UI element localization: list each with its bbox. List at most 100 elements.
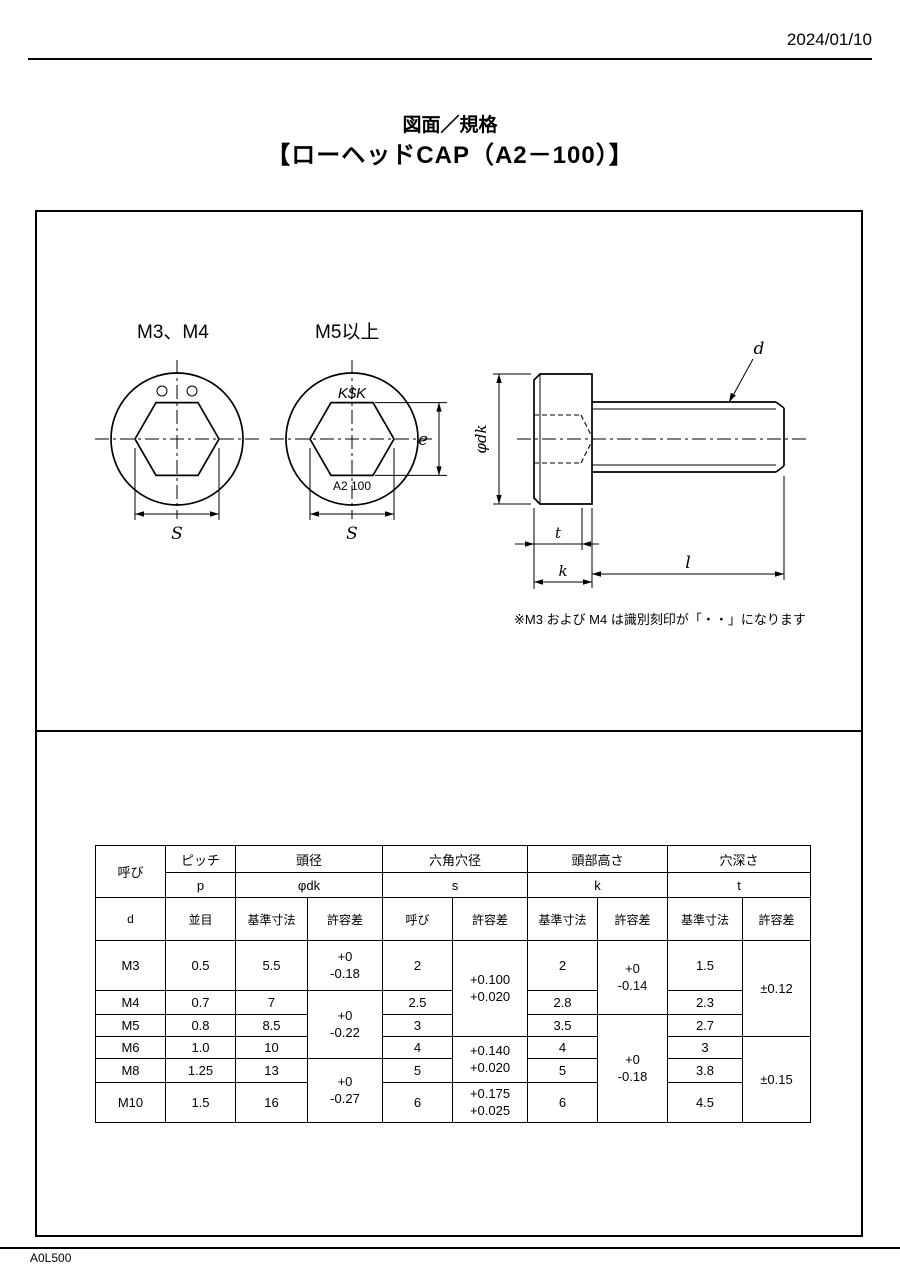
socket-bottom-hidden: [580, 438, 594, 464]
col-header-hole-depth: 穴深さ: [667, 845, 811, 873]
table-cell: 10: [235, 1036, 308, 1059]
table-cell: 3.8: [667, 1058, 743, 1083]
table-cell: 2.3: [667, 990, 743, 1015]
sub-header-basic: 基準寸法: [667, 897, 743, 941]
table-cell: 2.5: [382, 990, 453, 1015]
arrowhead: [310, 511, 319, 517]
spec-table: 呼び ピッチ 頭径 六角穴径 頭部高さ 穴深さ p φdk s k t d 並目: [95, 845, 811, 1123]
table-cell: 5: [382, 1058, 453, 1083]
front-view-m5-up: M5以上 K$K A2 100 e S: [270, 321, 447, 544]
table-cell: M6: [95, 1036, 166, 1059]
header-rule: [28, 58, 872, 60]
table-cell: 1.25: [165, 1058, 236, 1083]
table-cell: 0.5: [165, 940, 236, 991]
table-cell: 6: [527, 1082, 598, 1123]
socket-bottom-hidden: [580, 414, 594, 440]
table-cell: 2.7: [667, 1014, 743, 1037]
head-marking-bottom: A2 100: [333, 479, 371, 493]
symbol-s: s: [382, 872, 528, 898]
table-cell: M10: [95, 1082, 166, 1123]
table-cell: 16: [235, 1082, 308, 1123]
row-m10: M10 1.5 16 6 +0.175 +0.025 6 4.5: [95, 1082, 811, 1123]
table-cell: 1.0: [165, 1036, 236, 1059]
table-cell: +0 -0.22: [307, 990, 383, 1059]
arrowhead: [592, 571, 601, 577]
arrowhead: [385, 511, 394, 517]
arrowhead: [534, 579, 543, 585]
table-cell: +0 -0.14: [597, 940, 668, 1015]
arrowhead: [496, 374, 502, 383]
arrowhead: [775, 571, 784, 577]
symbol-t: t: [667, 872, 811, 898]
sub-header-tol: 許容差: [452, 897, 528, 941]
table-cell: 2: [382, 940, 453, 991]
sub-header-nominal: 呼び: [382, 897, 453, 941]
table-cell: 8.5: [235, 1014, 308, 1037]
dim-label-t: t: [555, 524, 562, 542]
table-cell: M8: [95, 1058, 166, 1083]
arrowhead: [436, 402, 442, 412]
table-cell: 3: [667, 1036, 743, 1059]
leader-line-d: [729, 358, 754, 402]
table-cell: 6: [382, 1082, 453, 1123]
header-row-2: p φdk s k t: [96, 872, 811, 898]
dim-label-s: S: [346, 524, 358, 544]
front-view-m3-m4-label: M3、M4: [137, 322, 209, 343]
arrowhead: [496, 495, 502, 504]
head-outline-circle: [285, 372, 419, 506]
header-row-3: d 並目 基準寸法 許容差 呼び 許容差 基準寸法 許容差 基準寸法 許容差: [95, 897, 811, 941]
document-date: 2024/01/10: [786, 30, 872, 49]
content-frame: M3、M4 S M5以上 K$K: [35, 210, 863, 1237]
shaft-end-chamfer: [775, 401, 785, 409]
row-m5: M5 0.8 8.5 3 3.5 +0 -0.18 2.7: [95, 1014, 811, 1123]
row-m3: M3 0.5 5.5 +0 -0.18 2 +0.100 +0.020 2 +0…: [95, 940, 811, 1037]
page-title: 【ローヘッドCAP（A2－100）】: [266, 142, 634, 169]
frame-divider: [37, 730, 861, 732]
arrowhead: [210, 511, 219, 517]
sub-header-tol: 許容差: [742, 897, 811, 941]
table-cell: 4: [527, 1036, 598, 1059]
table-cell: 13: [235, 1058, 308, 1083]
table-cell: 4.5: [667, 1082, 743, 1123]
arrowhead: [729, 392, 736, 402]
symbol-d: d: [95, 897, 166, 941]
symbol-k: k: [527, 872, 668, 898]
table-cell: 0.7: [165, 990, 236, 1015]
table-cell: 0.8: [165, 1014, 236, 1037]
footer-rule: [0, 1247, 900, 1249]
col-header-head-dia: 頭径: [235, 845, 383, 873]
arrowhead: [436, 466, 442, 476]
sub-header-tol: 許容差: [597, 897, 668, 941]
table-cell: +0 -0.18: [597, 1014, 668, 1123]
front-view-m3-m4: M3、M4 S: [95, 322, 259, 544]
dim-label-s: S: [171, 524, 183, 544]
table-cell: 2.8: [527, 990, 598, 1015]
col-header-socket-dia: 六角穴径: [382, 845, 528, 873]
symbol-p: p: [165, 872, 236, 898]
table-cell: +0 -0.18: [307, 940, 383, 991]
row-m8: M8 1.25 13 +0 -0.27 5 5 3.8: [95, 1058, 811, 1123]
table-cell: ±0.12: [742, 940, 811, 1037]
table-cell: 7: [235, 990, 308, 1015]
arrowhead: [582, 541, 591, 547]
sub-header-coarse: 並目: [165, 897, 236, 941]
table-cell: M3: [95, 940, 166, 991]
hex-socket-outline: [134, 401, 220, 477]
id-mark-dot: [186, 385, 198, 397]
table-cell: 3.5: [527, 1014, 598, 1037]
arrowhead: [525, 541, 534, 547]
dim-label-e: e: [418, 430, 428, 450]
table-cell: 5.5: [235, 940, 308, 991]
head-outline-circle: [110, 372, 244, 506]
table-cell: +0 -0.27: [307, 1058, 383, 1123]
table-cell: +0.175 +0.025: [452, 1082, 528, 1123]
row-m6: M6 1.0 10 4 +0.140 +0.020 4 3 ±0.15: [95, 1036, 811, 1123]
table-cell: 2: [527, 940, 598, 991]
symbol-dk: φdk: [235, 872, 383, 898]
table-cell: +0.140 +0.020: [452, 1036, 528, 1083]
table-cell: 4: [382, 1036, 453, 1059]
table-cell: 1.5: [667, 940, 743, 991]
arrowhead: [135, 511, 144, 517]
dim-label-dk: φdk: [472, 424, 490, 453]
technical-drawing: M3、M4 S M5以上 K$K: [95, 321, 809, 627]
